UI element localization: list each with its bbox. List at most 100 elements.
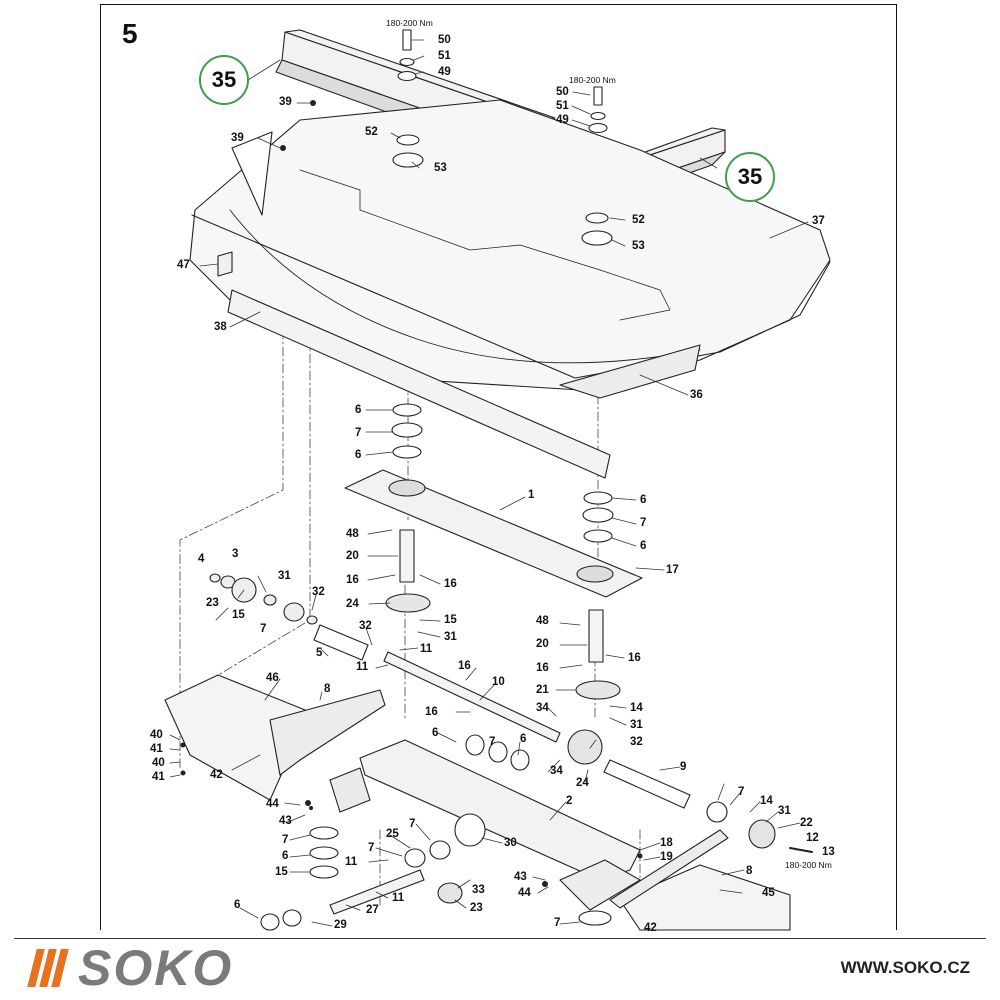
deck-housing — [189, 99, 831, 391]
part-label: 3 — [232, 548, 239, 560]
part-label: 20 — [536, 638, 549, 650]
part-label: 32 — [312, 586, 325, 598]
part-label: 1 — [528, 489, 535, 501]
page-number: 5 — [122, 18, 138, 49]
part-label: 11 — [345, 856, 358, 868]
part-label: 8 — [746, 865, 753, 877]
right-gearbox-frame — [619, 864, 791, 931]
part-label: 16 — [628, 652, 641, 664]
part-label: 6 — [432, 727, 439, 739]
website-link[interactable]: WWW.SOKO.CZ — [840, 958, 970, 977]
part-label: 11 — [356, 661, 369, 673]
part-label: 32 — [630, 736, 643, 748]
part-label: 53 — [434, 162, 447, 174]
part-label: 16 — [425, 706, 438, 718]
part-label: 31 — [778, 805, 791, 817]
callout-35-right: 35 — [725, 152, 775, 202]
part-label: 9 — [680, 761, 687, 773]
part-label: 47 — [177, 259, 190, 271]
logo-bars-icon — [27, 949, 69, 987]
part-label: 4 — [198, 553, 205, 565]
part-label: 6 — [355, 404, 362, 416]
main-gearbox-housing — [359, 739, 641, 881]
part-label: 42 — [644, 922, 657, 934]
front-shield — [559, 344, 701, 399]
part-label: 18 — [660, 837, 673, 849]
part-label: 27 — [366, 904, 379, 916]
part-label: 49 — [556, 114, 569, 126]
part-label: 6 — [234, 899, 241, 911]
part-label: 16 — [458, 660, 471, 672]
part-label: 7 — [409, 818, 416, 830]
part-label: 16 — [346, 574, 359, 586]
torque-spec-bottom: 180-200 Nm — [785, 860, 832, 870]
part-label: 7 — [260, 623, 267, 635]
part-label: 43 — [279, 815, 292, 827]
part-label: 31 — [278, 570, 291, 582]
logo-text: SOKO — [78, 940, 234, 996]
part-label: 29 — [334, 919, 347, 931]
part-label: 32 — [359, 620, 372, 632]
part-label: 7 — [640, 517, 647, 529]
part-label: 23 — [470, 902, 483, 914]
part-label: 6 — [355, 449, 362, 461]
part-label: 41 — [152, 771, 165, 783]
part-label: 7 — [738, 786, 745, 798]
part-label: 31 — [630, 719, 643, 731]
part-label: 25 — [386, 828, 399, 840]
shaft-tube-5 — [313, 624, 369, 661]
part-label: 33 — [472, 884, 485, 896]
part-label: 24 — [576, 777, 589, 789]
part-label: 2 — [566, 795, 573, 807]
part-label: 40 — [152, 757, 165, 769]
part-label: 19 — [660, 851, 673, 863]
part-label: 10 — [492, 676, 505, 688]
part-label: 46 — [266, 672, 279, 684]
part-label: 7 — [554, 917, 561, 929]
shaft-tube-9 — [603, 759, 691, 809]
part-label: 6 — [640, 494, 647, 506]
skirt-plate — [227, 289, 611, 479]
gearbox-cover-plate — [344, 469, 643, 598]
part-label: 45 — [762, 887, 775, 899]
bearing-stack-left — [391, 403, 423, 459]
part-label: 7 — [489, 736, 496, 748]
part-label: 24 — [346, 598, 359, 610]
part-label: 51 — [556, 100, 569, 112]
part-label: 48 — [346, 528, 359, 540]
torque-spec-left: 180-200 Nm — [386, 18, 433, 28]
leader-lines — [169, 39, 809, 927]
exploded-view-drawing — [164, 29, 831, 931]
part-label: 39 — [279, 96, 292, 108]
part-label: 17 — [666, 564, 679, 576]
part-label: 16 — [536, 662, 549, 674]
part-label: 37 — [812, 215, 825, 227]
part-label: 50 — [438, 34, 451, 46]
part-label: 53 — [632, 240, 645, 252]
part-label: 44 — [266, 798, 279, 810]
part-label: 23 — [206, 597, 219, 609]
part-label: 50 — [556, 86, 569, 98]
callout-35-left: 35 — [199, 55, 249, 105]
drive-shaft — [383, 651, 561, 743]
part-label: 7 — [355, 427, 362, 439]
part-label: 40 — [150, 729, 163, 741]
part-label: 12 — [806, 832, 819, 844]
part-label: 36 — [690, 389, 703, 401]
part-label: 51 — [438, 50, 451, 62]
part-label: 42 — [210, 769, 223, 781]
part-label: 15 — [232, 609, 245, 621]
part-label: 30 — [504, 837, 517, 849]
bevel-gears — [385, 593, 621, 700]
soko-logo: SOKO — [27, 940, 234, 996]
part-label: 11 — [420, 643, 433, 655]
part-label: 15 — [444, 614, 457, 626]
part-label: 31 — [444, 631, 457, 643]
part-label: 8 — [324, 683, 331, 695]
part-label: 34 — [536, 702, 549, 714]
part-label: 49 — [438, 66, 451, 78]
part-label: 13 — [822, 846, 835, 858]
part-label: 6 — [282, 850, 289, 862]
part-label: 6 — [640, 540, 647, 552]
part-label: 39 — [231, 132, 244, 144]
